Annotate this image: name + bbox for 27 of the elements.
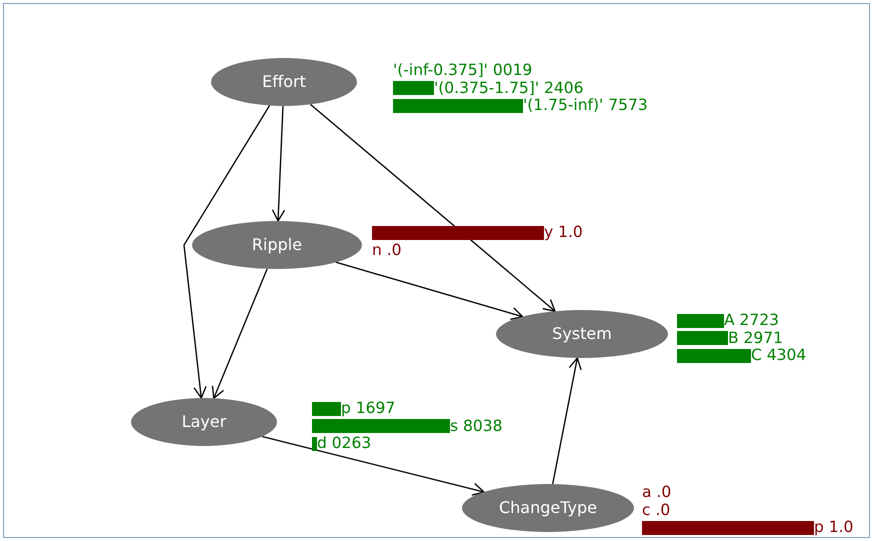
probability-bar-row: p 1.0 (642, 519, 854, 536)
node-label: Effort (262, 71, 306, 93)
node-label: System (552, 323, 612, 345)
probability-bar-row: a .0 (642, 484, 672, 502)
probability-bar-row: y 1.0 (372, 224, 583, 242)
probability-bar-row: '(-inf-0.375]' 0019 (393, 62, 532, 80)
node-label: Ripple (252, 234, 302, 256)
arrow (262, 436, 485, 496)
probability-bar-row: C 4304 (677, 347, 806, 364)
probability-bar-row: n .0 (372, 242, 402, 259)
arrow (183, 105, 270, 399)
probability-bar-row: c .0 (642, 502, 670, 519)
probability-bar-row: B 2971 (677, 330, 784, 347)
arrow (212, 268, 268, 399)
probability-bar-row: A 2723 (677, 312, 779, 330)
node-label: ChangeType (498, 497, 597, 519)
arrow (272, 106, 286, 222)
probability-bar-row: '(1.75-inf)' 7573 (393, 97, 648, 114)
probability-bar-row: p 1697 (312, 400, 396, 418)
variable-ellipse (192, 221, 362, 269)
arrow (310, 104, 556, 312)
probability-bar-row: d 0263 (312, 435, 372, 452)
node-label: Layer (182, 411, 226, 433)
probability-bar-row: '(0.375-1.75]' 2406 (393, 80, 584, 97)
probability-bar-row: s 8038 (312, 418, 502, 435)
arrow (336, 262, 524, 320)
arrow (552, 357, 582, 484)
